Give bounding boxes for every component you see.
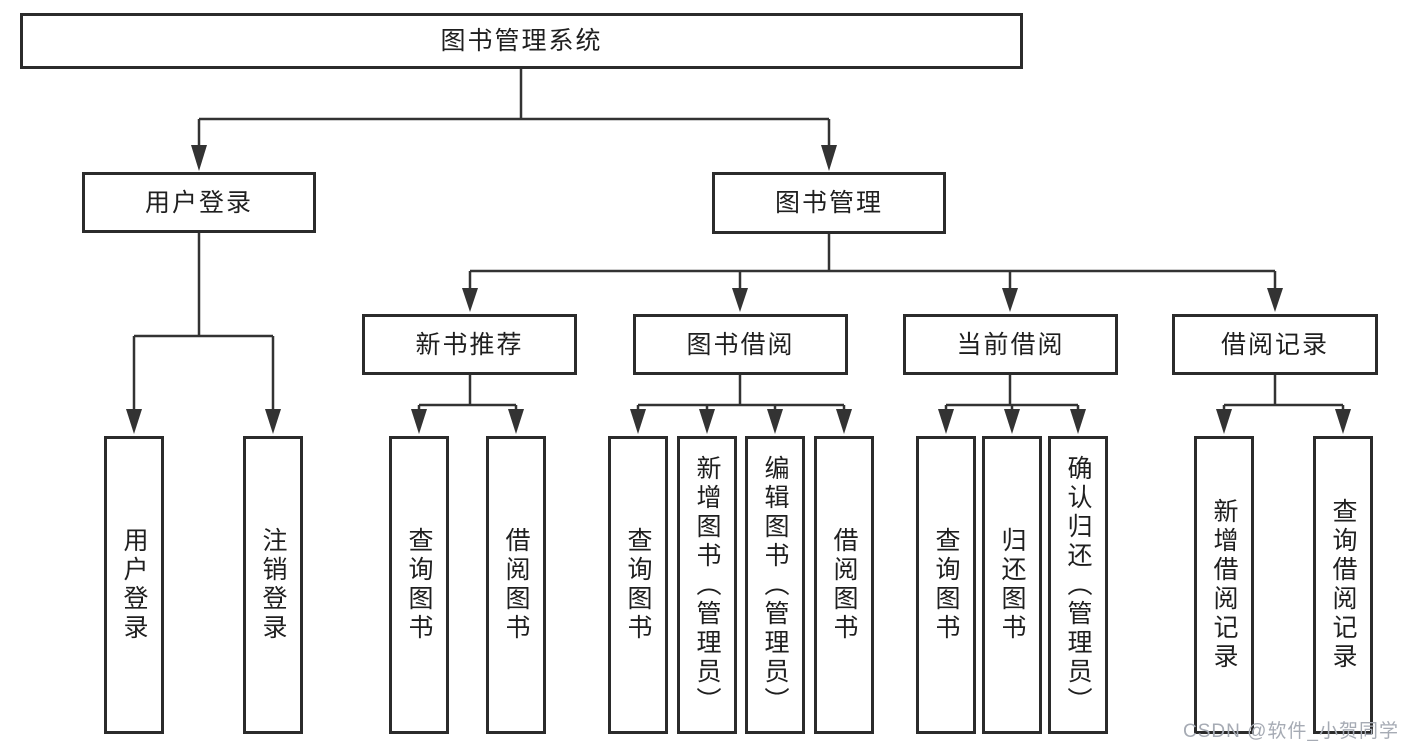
node-leaf-user-login-label: 用户登录 [120,527,148,643]
node-library-management-system-label: 图书管理系统 [440,27,603,55]
arrow-down-icon [1216,409,1232,434]
arrow-down-icon [508,409,524,434]
arrow-down-icon [1002,288,1018,312]
node-leaf-recommend-borrow-books: 借阅图书 [486,436,546,734]
edge-book-borrow-children [630,375,852,434]
arrow-down-icon [1004,409,1020,434]
node-current-borrow: 当前借阅 [903,314,1118,375]
node-leaf-recommend-borrow-books-label: 借阅图书 [502,527,530,643]
arrow-down-icon [938,409,954,434]
edge-user-login-children [126,233,281,434]
node-leaf-logout-label: 注销登录 [259,527,287,643]
arrow-down-icon [699,409,715,434]
arrow-down-icon [1267,288,1283,312]
node-library-management-system: 图书管理系统 [20,13,1023,69]
edge-book-management-children [462,234,1283,312]
arrow-down-icon [126,409,142,434]
node-leaf-borrow-query-books-label: 查询图书 [624,527,652,643]
node-book-management-label: 图书管理 [774,189,883,217]
node-leaf-return-books: 归还图书 [982,436,1042,734]
node-leaf-borrow-books: 借阅图书 [814,436,874,734]
node-borrow-records-label: 借阅记录 [1220,330,1329,359]
node-leaf-user-login: 用户登录 [104,436,164,734]
node-leaf-borrow-query-books: 查询图书 [608,436,668,734]
node-user-login: 用户登录 [82,172,316,233]
edge-new-book-recommend-children [411,375,524,434]
node-leaf-confirm-return-admin: 确认归还（管理员） [1048,436,1108,734]
arrow-down-icon [630,409,646,434]
node-leaf-return-books-label: 归还图书 [998,527,1026,643]
arrow-down-icon [1070,409,1086,434]
node-book-borrow-label: 图书借阅 [686,330,795,359]
csdn-watermark: CSDN @软件_小贺同学 [1183,721,1399,742]
arrow-down-icon [265,409,281,434]
node-leaf-borrow-books-label: 借阅图书 [830,527,858,643]
node-current-borrow-label: 当前借阅 [956,330,1065,359]
node-leaf-current-query-books: 查询图书 [916,436,976,734]
node-leaf-current-query-books-label: 查询图书 [932,527,960,643]
node-leaf-add-books-admin-label: 新增图书（管理员） [693,454,721,716]
node-leaf-add-books-admin: 新增图书（管理员） [677,436,737,734]
arrow-down-icon [836,409,852,434]
node-leaf-logout: 注销登录 [243,436,303,734]
arrow-down-icon [411,409,427,434]
arrow-down-icon [767,409,783,434]
node-leaf-recommend-query-books: 查询图书 [389,436,449,734]
node-book-borrow: 图书借阅 [633,314,848,375]
node-new-book-recommend: 新书推荐 [362,314,577,375]
node-borrow-records: 借阅记录 [1172,314,1378,375]
arrow-down-icon [732,288,748,312]
node-leaf-add-borrow-record-label: 新增借阅记录 [1210,498,1238,672]
node-leaf-edit-books-admin-label: 编辑图书（管理员） [761,454,789,716]
node-new-book-recommend-label: 新书推荐 [415,330,524,359]
node-leaf-confirm-return-admin-label: 确认归还（管理员） [1064,454,1092,716]
node-leaf-query-borrow-record-label: 查询借阅记录 [1329,498,1357,672]
edge-current-borrow-children [938,375,1086,434]
arrow-down-icon [462,288,478,312]
arrow-down-icon [821,145,837,171]
arrow-down-icon [191,145,207,171]
node-leaf-add-borrow-record: 新增借阅记录 [1194,436,1254,734]
node-leaf-query-borrow-record: 查询借阅记录 [1313,436,1373,734]
edge-root-to-level2 [191,69,837,171]
node-leaf-recommend-query-books-label: 查询图书 [405,527,433,643]
node-book-management: 图书管理 [712,172,946,234]
node-user-login-label: 用户登录 [144,188,253,217]
node-leaf-edit-books-admin: 编辑图书（管理员） [745,436,805,734]
edge-borrow-records-children [1216,375,1351,434]
arrow-down-icon [1335,409,1351,434]
